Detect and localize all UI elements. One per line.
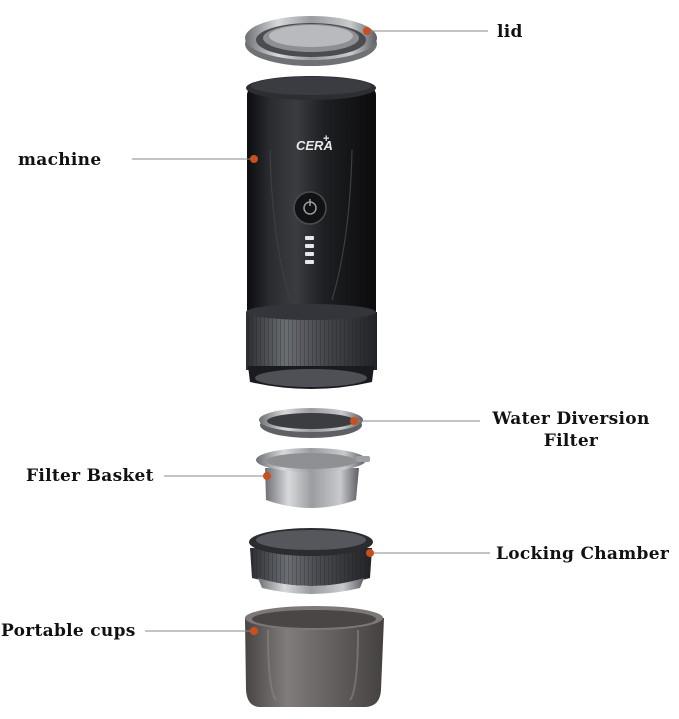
marker-locking-chamber (366, 549, 374, 557)
label-lid: lid (497, 22, 523, 42)
marker-portable-cups (250, 627, 258, 635)
marker-machine (250, 155, 258, 163)
label-filter-basket: Filter Basket (26, 466, 154, 486)
label-machine: machine (18, 150, 102, 170)
indicator-lights (305, 236, 314, 264)
marker-filter-basket (263, 472, 271, 480)
water-diversion-filter-part (259, 408, 363, 438)
marker-dots (250, 27, 374, 635)
label-portable-cups: Portable cups (1, 621, 136, 641)
brand-logo: CERA (296, 138, 333, 153)
leader-lines (132, 30, 490, 632)
machine-part: CERA + (246, 76, 377, 389)
marker-lid (363, 27, 371, 35)
portable-cup-part (245, 606, 384, 707)
label-locking-chamber: Locking Chamber (496, 544, 670, 564)
marker-water-diversion (350, 417, 358, 425)
lid-part (245, 16, 377, 66)
power-icon[interactable] (293, 191, 327, 225)
brand-mark: + (323, 133, 329, 145)
label-water-diversion-line2: Filter (543, 431, 599, 451)
label-water-diversion-filter: Water Diversion Filter (485, 409, 657, 451)
locking-chamber-part (249, 528, 373, 594)
filter-basket-part (256, 448, 370, 508)
label-water-diversion-line1: Water Diversion (492, 409, 650, 429)
